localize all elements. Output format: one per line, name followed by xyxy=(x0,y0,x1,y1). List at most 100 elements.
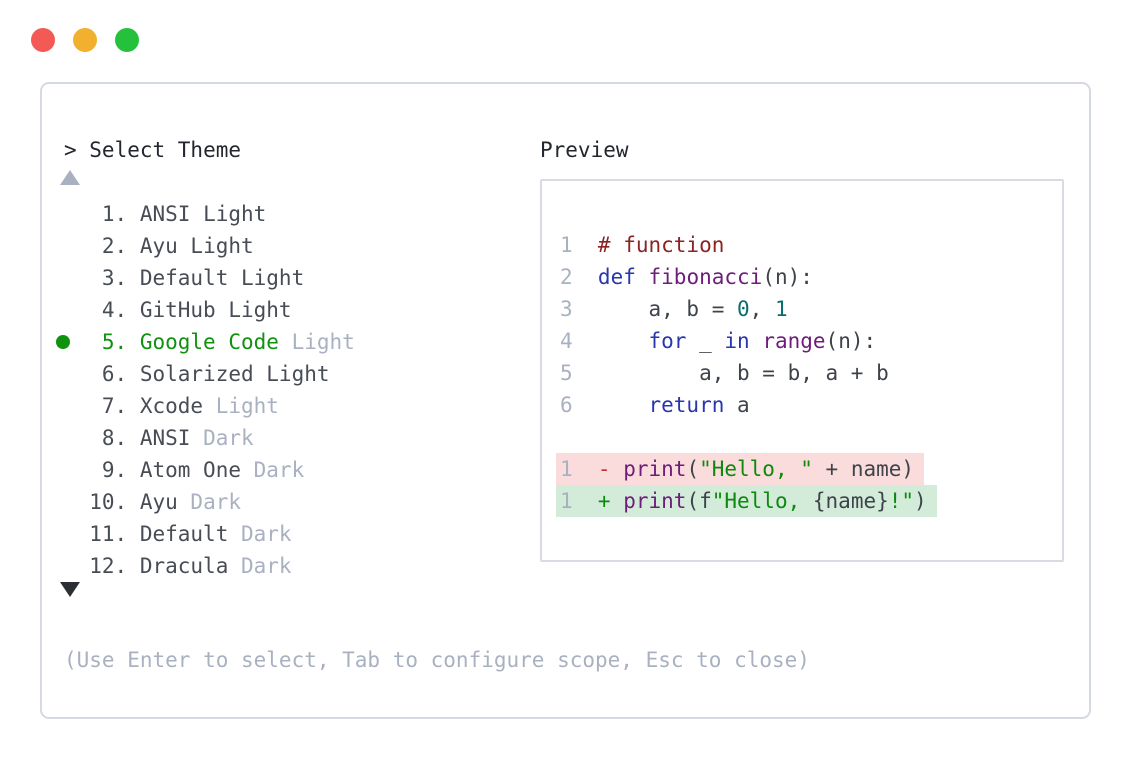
line-number: 2 xyxy=(560,265,573,289)
item-number: 2. xyxy=(101,234,128,258)
line-number: 1 xyxy=(560,489,573,513)
code-token: 0 xyxy=(737,297,750,321)
item-number: 7. xyxy=(101,394,128,418)
line-number: 1 xyxy=(560,457,573,481)
scroll-down-icon[interactable] xyxy=(60,582,80,597)
code-token: # function xyxy=(597,233,725,257)
item-number: 11. xyxy=(89,522,128,546)
theme-name: Dracula xyxy=(127,554,229,578)
code-token xyxy=(598,329,649,353)
theme-list-item[interactable]: 3. Default Light xyxy=(64,262,355,294)
selected-item-bullet-icon xyxy=(56,335,70,349)
code-token: fibonacci xyxy=(648,265,763,289)
preview-box: 1 # function 2 def fibonacci (n): 3 a, b = 0,… xyxy=(540,179,1064,562)
code-line: 1- print("Hello, " + name) xyxy=(556,453,1062,485)
scroll-up-icon[interactable] xyxy=(60,170,80,185)
minimize-button[interactable] xyxy=(73,28,97,52)
theme-list-item[interactable]: 11. Default Dark xyxy=(64,518,355,550)
code-token: - xyxy=(597,457,624,481)
item-number: 1. xyxy=(101,202,128,226)
code-token: + xyxy=(597,489,624,513)
theme-list-item[interactable]: 5. Google Code Light xyxy=(56,326,355,358)
code-token: "Hello, xyxy=(711,489,813,513)
theme-variant: Light xyxy=(203,394,279,418)
line-number: 6 xyxy=(560,393,573,417)
item-number: 10. xyxy=(89,490,128,514)
code-token: in xyxy=(724,329,750,353)
line-number: 4 xyxy=(560,329,573,353)
theme-name: Default xyxy=(127,522,229,546)
code-token: (f xyxy=(686,489,712,513)
theme-name: Atom One xyxy=(127,458,241,482)
code-token: print xyxy=(623,489,687,513)
theme-variant: Light xyxy=(190,202,267,226)
theme-variant: Light xyxy=(278,330,355,354)
code-line xyxy=(556,421,1062,453)
code-token: !" xyxy=(888,489,915,513)
code-token: a, b = xyxy=(597,297,737,321)
theme-variant: Dark xyxy=(228,522,292,546)
item-number: 3. xyxy=(101,266,128,290)
code-token: a xyxy=(724,393,750,417)
item-number: 5. xyxy=(101,330,128,354)
theme-variant: Light xyxy=(177,234,254,258)
code-line: 4 for _ in range(n): xyxy=(556,325,1062,357)
item-number: 8. xyxy=(101,426,128,450)
code-token: , xyxy=(749,297,775,321)
code-line: 5 a, b = b, a + b xyxy=(556,357,1062,389)
theme-variant: Light xyxy=(215,298,292,322)
item-number: 12. xyxy=(89,554,128,578)
code-line: 6 return a xyxy=(556,389,1062,421)
code-line: 1 # function xyxy=(556,229,1062,261)
theme-list-item[interactable]: 1. ANSI Light xyxy=(64,198,355,230)
theme-variant: Dark xyxy=(228,554,292,578)
theme-variant: Dark xyxy=(241,458,305,482)
item-number: 6. xyxy=(101,362,128,386)
item-number: 4. xyxy=(101,298,128,322)
theme-list-item[interactable]: 12. Dracula Dark xyxy=(64,550,355,582)
theme-name: Default xyxy=(127,266,229,290)
theme-list-item[interactable]: 6. Solarized Light xyxy=(64,358,355,390)
code-token: return xyxy=(648,393,725,417)
theme-variant: Light xyxy=(253,362,330,386)
code-token xyxy=(598,393,649,417)
theme-variant: Dark xyxy=(177,490,241,514)
theme-name: ANSI xyxy=(127,202,191,226)
code-token: _ xyxy=(686,329,725,353)
theme-list-item[interactable]: 7. Xcode Light xyxy=(64,390,355,422)
theme-name: GitHub xyxy=(127,298,216,322)
code-token: 1 xyxy=(774,297,788,321)
window-controls xyxy=(31,28,139,52)
line-number: 5 xyxy=(560,361,573,385)
theme-list-item[interactable]: 10. Ayu Dark xyxy=(64,486,355,518)
code-token: a, b = b, a + b xyxy=(597,361,889,385)
theme-list-item[interactable]: 4. GitHub Light xyxy=(64,294,355,326)
code-token: {name} xyxy=(812,489,889,513)
theme-list-item[interactable]: 8. ANSI Dark xyxy=(64,422,355,454)
preview-code: 1 # function 2 def fibonacci (n): 3 a, b = 0,… xyxy=(556,229,1062,517)
line-number: 3 xyxy=(560,297,573,321)
item-number: 9. xyxy=(101,458,128,482)
theme-list-item[interactable]: 2. Ayu Light xyxy=(64,230,355,262)
line-number: 1 xyxy=(560,233,573,257)
code-token: range xyxy=(762,329,826,353)
theme-name: Ayu xyxy=(127,490,178,514)
code-token: (n): xyxy=(825,329,877,353)
theme-variant: Dark xyxy=(190,426,254,450)
zoom-button[interactable] xyxy=(115,28,139,52)
theme-name: Solarized xyxy=(127,362,254,386)
code-token: ( xyxy=(686,457,700,481)
code-token: ) xyxy=(914,489,927,513)
code-token: def xyxy=(597,265,636,289)
code-token: + name) xyxy=(812,457,915,481)
theme-name: Ayu xyxy=(127,234,178,258)
theme-name: Xcode xyxy=(127,394,204,418)
theme-name: Google Code xyxy=(127,330,279,354)
select-theme-prompt: > Select Theme xyxy=(64,138,242,162)
code-token xyxy=(636,265,649,289)
code-line: 1 + print(f"Hello, {name}!") xyxy=(556,485,1062,517)
close-button[interactable] xyxy=(31,28,55,52)
theme-list-item[interactable]: 9. Atom One Dark xyxy=(64,454,355,486)
